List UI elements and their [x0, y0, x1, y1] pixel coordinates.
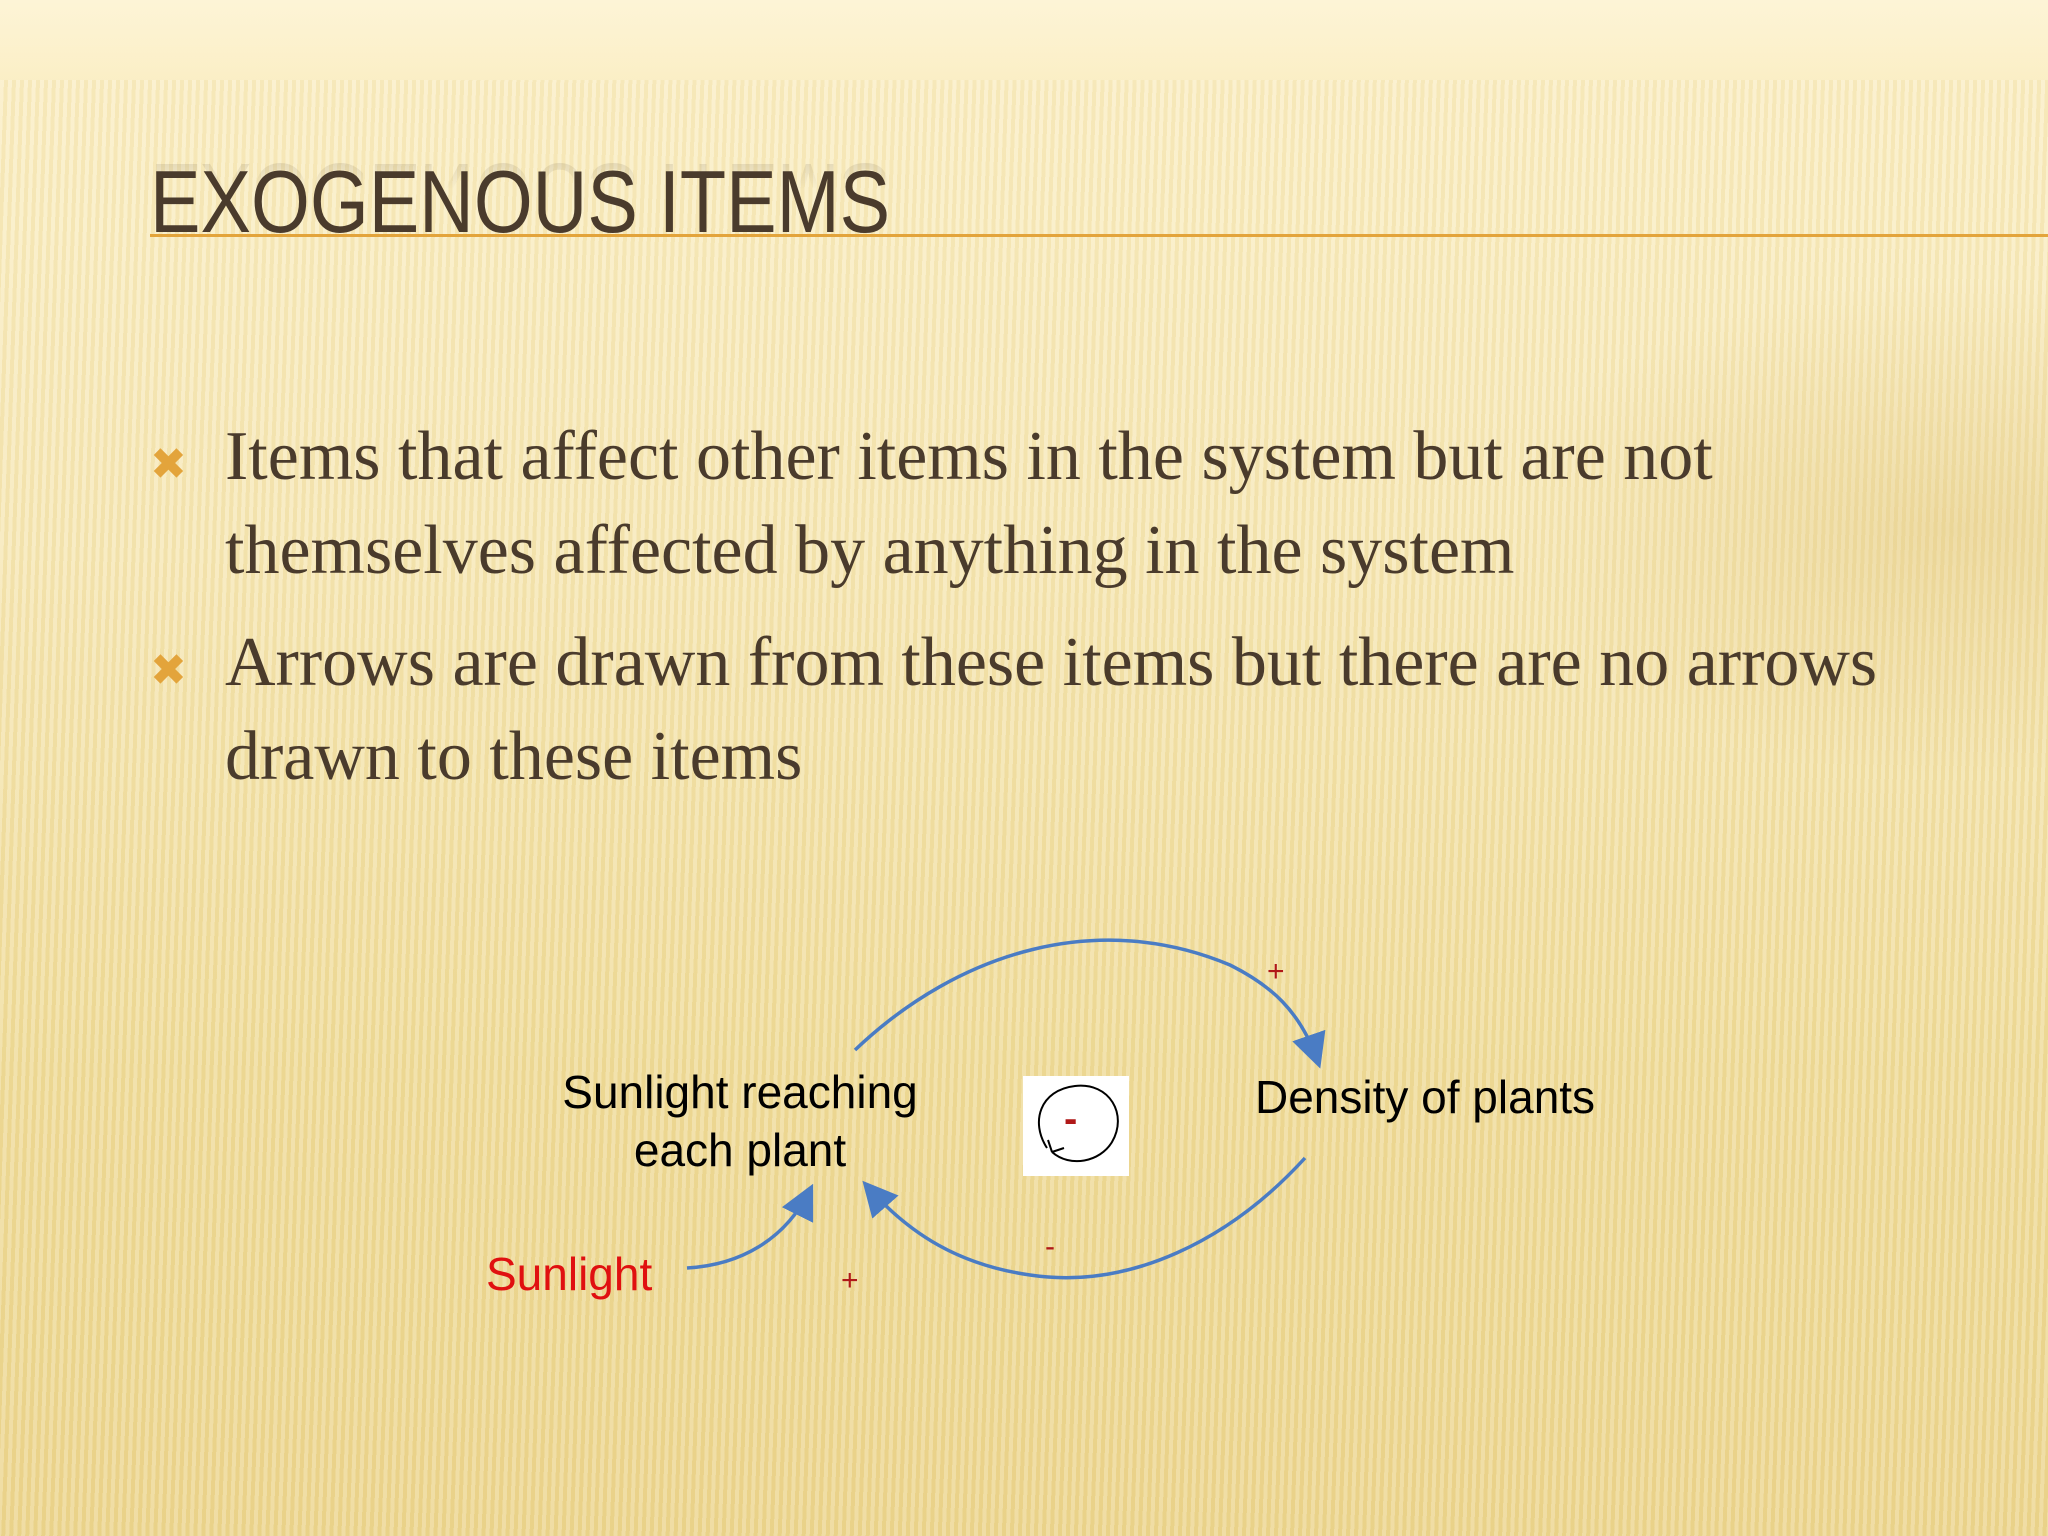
top-band	[0, 0, 2048, 90]
title-reflection: EXOGENOUS ITEMS	[150, 145, 891, 244]
title-underline	[150, 234, 2048, 237]
arrow-reaching-to-density	[853, 938, 1326, 1069]
bullet-list: ✖ Items that affect other items in the s…	[150, 410, 1910, 822]
slide-title: EXOGENOUS ITEMS	[150, 152, 891, 251]
bullet-item: ✖ Arrows are drawn from these items but …	[150, 616, 1910, 804]
bullet-text: Arrows are drawn from these items but th…	[225, 624, 1878, 795]
node-density-of-plants: Density of plants	[1255, 1071, 1596, 1123]
polarity-top-arrow: +	[1267, 955, 1285, 988]
polarity-loop: -	[1064, 1097, 1078, 1141]
node-label-line: each plant	[633, 1124, 847, 1176]
x-mark-icon: ✖	[150, 645, 187, 696]
arrow-sunlight-to-reaching	[686, 1183, 814, 1270]
node-sunlight-reaching-each-plant: Sunlight reaching each plant	[540, 1063, 940, 1179]
bullet-text: Items that affect other items in the sys…	[225, 418, 1713, 589]
x-mark-icon: ✖	[150, 439, 187, 490]
bullet-item: ✖ Items that affect other items in the s…	[150, 410, 1910, 598]
polarity-bottom-arrow: -	[1045, 1230, 1055, 1263]
polarity-sunlight-arrow: +	[841, 1264, 859, 1297]
node-sunlight-exogenous: Sunlight	[486, 1248, 653, 1300]
node-label-line: Sunlight reaching	[562, 1066, 918, 1118]
